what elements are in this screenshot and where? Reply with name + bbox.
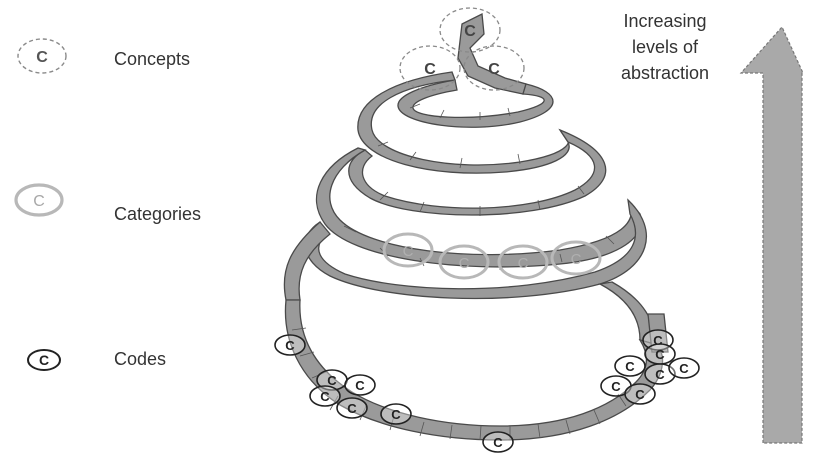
code-symbol: C <box>483 432 513 452</box>
svg-text:C: C <box>655 347 665 362</box>
svg-text:C: C <box>493 435 503 450</box>
svg-text:C: C <box>424 61 436 78</box>
spiral-loop-1 <box>398 80 553 127</box>
code-symbol: C <box>275 335 305 355</box>
svg-text:C: C <box>518 255 529 272</box>
abstraction-arrow-shape <box>741 27 803 443</box>
code-symbol: C <box>669 358 699 378</box>
code-symbol: C <box>310 386 340 406</box>
svg-text:C: C <box>391 407 401 422</box>
svg-text:C: C <box>571 251 582 268</box>
svg-text:C: C <box>459 255 470 272</box>
code-symbol: C <box>345 375 375 395</box>
svg-text:C: C <box>355 378 365 393</box>
abstraction-arrow <box>741 27 803 443</box>
code-symbol: C <box>615 356 645 376</box>
svg-text:C: C <box>488 61 500 78</box>
svg-text:C: C <box>625 359 635 374</box>
svg-text:C: C <box>464 23 476 40</box>
svg-text:C: C <box>403 243 414 260</box>
svg-text:C: C <box>347 401 357 416</box>
code-symbol: C <box>337 398 367 418</box>
code-symbol: C <box>381 404 411 424</box>
svg-text:C: C <box>655 367 665 382</box>
code-symbol: C <box>645 344 675 364</box>
svg-text:C: C <box>679 361 689 376</box>
code-symbol: C <box>625 384 655 404</box>
svg-text:C: C <box>285 338 295 353</box>
svg-text:C: C <box>635 387 645 402</box>
svg-text:C: C <box>320 389 330 404</box>
svg-text:C: C <box>611 379 621 394</box>
spiral-bottom <box>285 300 662 440</box>
